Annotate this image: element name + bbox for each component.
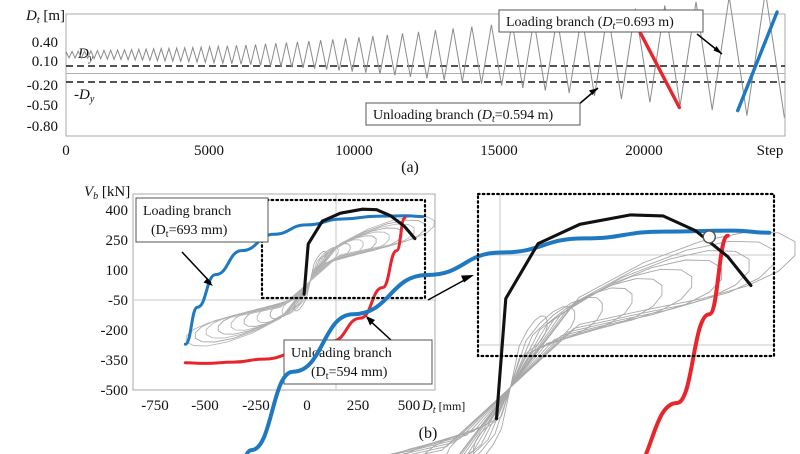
panel-a-xtick-1: 5000 [194,143,224,159]
inset-backbone-envelope [494,213,753,421]
inset-intersection-marker [702,230,716,244]
panel-b-detail-arrowhead [461,275,474,283]
inset-hysteresis-loops [389,231,796,454]
panel-b-xtick-4: 250 [347,398,370,414]
inset-background [478,194,774,356]
panel-b-ytick-5: -350 [101,353,129,369]
panel-a-x-axis-title: Step [757,143,784,159]
panel-b-xtick-1: -500 [191,398,219,414]
panel-a-loading-branch-highlight [736,10,779,113]
panel-b-loading-callout-arrow [181,251,212,284]
panel-a-yield-neg-label: -Dy [74,87,95,105]
panel-a-ytick-2: -0.20 [27,78,58,94]
panel-b-plot-frame [132,193,436,391]
panel-b-unloading-callout-line2: (Dt=594 mm) [311,365,388,382]
panel-a-loading-callout-box[interactable] [498,9,704,33]
panel-a-loading-callout-text: Loading branch (Dt=0.693 m) [506,15,674,32]
panel-b-loading-callout-line1: Loading branch [143,204,231,219]
panel-b-loading-callout-line2: (Dt=693 mm) [151,223,228,240]
panel-b-inset[interactable] [224,192,796,454]
panel-b-xtick-3: 0 [303,398,311,414]
panel-a-xtick-0: 0 [62,143,70,159]
panel-b-ytick-4: -200 [101,323,129,339]
panel-a-loading-callout-arrowhead [713,46,722,54]
panel-b-xtick-2: -250 [242,398,270,414]
panel-b-unloading-callout-line1: Unloading branch [291,346,392,361]
panel-a-unloading-callout-arrowhead [589,88,598,95]
panel-b-unloading-callout-arrowhead [366,316,375,326]
panel-b-xtick-5: 500 [398,398,421,414]
panel-b-ytick-3: -50 [108,293,128,309]
panel-b-unloading-callout-box[interactable] [283,339,433,385]
panel-b-detail-arrow [427,276,471,301]
panel-b-ytick-2: 100 [106,263,129,279]
panel-a-xtick-4: 20000 [625,143,663,159]
panel-a-ytick-1: 0.10 [32,54,58,70]
panel-a-xtick-2: 10000 [335,143,373,159]
panel-a-xtick-3: 15000 [480,143,518,159]
panel-a-ytick-3: -0.50 [27,98,58,114]
panel-b-xtick-0: -750 [141,398,169,414]
panel-a-y-axis-title: Dt [m] [25,8,65,26]
inset-unloading-branch [643,233,730,454]
panel-a-ytick-4: -0.80 [27,119,58,135]
panel-b-ytick-1: 250 [106,233,129,249]
panel-b: Vb [kN] 400 250 100 -50 -200 -350 -500 -… [84,184,796,454]
panel-a-ytick-0: 0.40 [32,35,58,51]
panel-b-loading-callout-arrowhead [203,278,213,286]
panel-a: Dt [m] 0.40 0.10 -0.20 -0.50 -0.80 Dy -D… [25,0,786,176]
panel-b-backbone-envelope [302,207,417,296]
panel-a-unloading-callout-box[interactable] [365,102,581,126]
panel-b-loading-callout-box[interactable] [135,197,269,243]
panel-b-label: (b) [419,425,438,442]
panel-b-x-axis-title: Dt [mm] [421,398,465,416]
panel-a-displacement-waveform [65,0,785,118]
panel-b-ytick-0: 400 [106,203,129,219]
panel-b-detail-selection-box[interactable] [260,198,427,300]
panel-a-plot-frame [65,13,786,137]
inset-frame [476,192,776,358]
panel-a-label: (a) [401,159,419,176]
inset-loading-branch [244,228,772,454]
panel-b-y-axis-title: Vb [kN] [84,184,130,202]
panel-a-unloading-callout-text: Unloading branch (Dt=0.594 m) [373,108,554,125]
panel-b-ytick-6: -500 [101,383,129,399]
